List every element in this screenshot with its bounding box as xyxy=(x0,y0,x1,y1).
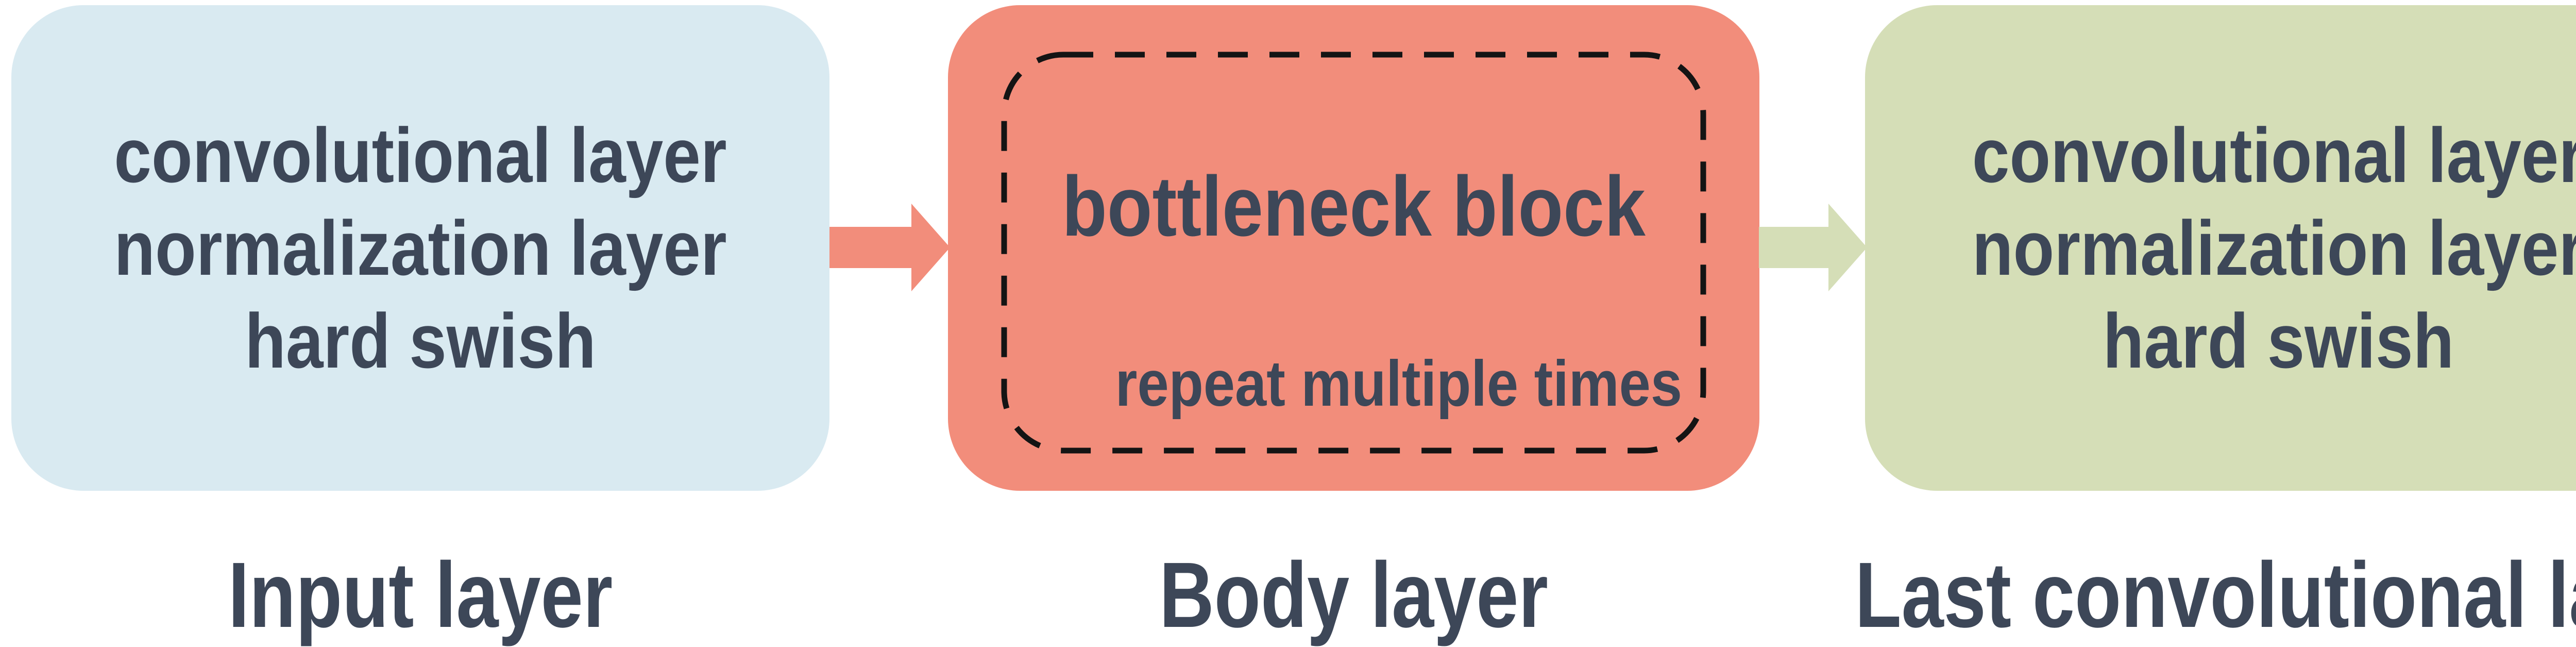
body-layer-label: Body layer xyxy=(1159,543,1548,647)
arrow-right-shape xyxy=(1759,204,1867,291)
bottleneck-dashed-rect xyxy=(1001,52,1706,454)
last-conv-layer-text: convolutional layer normalization layer … xyxy=(1865,5,2576,491)
input-layer-label: Input layer xyxy=(228,543,613,647)
repeat-note: repeat multiple times xyxy=(1115,348,1682,420)
layer-text-line: hard swish xyxy=(2103,297,2454,384)
input-layer-text: convolutional layer normalization layer … xyxy=(11,5,829,491)
arrow-right-icon xyxy=(829,204,950,291)
body-layer-box: bottleneck block repeat multiple times xyxy=(948,5,1759,491)
layer-text-line: convolutional layer xyxy=(1972,112,2576,198)
bottleneck-block-title: bottleneck block xyxy=(1062,159,1646,254)
layer-text-line: normalization layer xyxy=(1972,205,2576,291)
last-conv-layer-box: convolutional layer normalization layer … xyxy=(1865,5,2576,491)
last-conv-layer-label: Last convolutional layer xyxy=(1855,543,2576,647)
layer-text-line: hard swish xyxy=(245,297,596,384)
layer-text-line: normalization layer xyxy=(114,205,727,291)
layer-text-line: convolutional layer xyxy=(114,112,727,198)
arrow-right-shape xyxy=(829,204,950,291)
bottleneck-dashed-border xyxy=(1001,52,1706,454)
arrow-right-icon xyxy=(1759,204,1867,291)
input-layer-box: convolutional layer normalization layer … xyxy=(11,5,829,491)
